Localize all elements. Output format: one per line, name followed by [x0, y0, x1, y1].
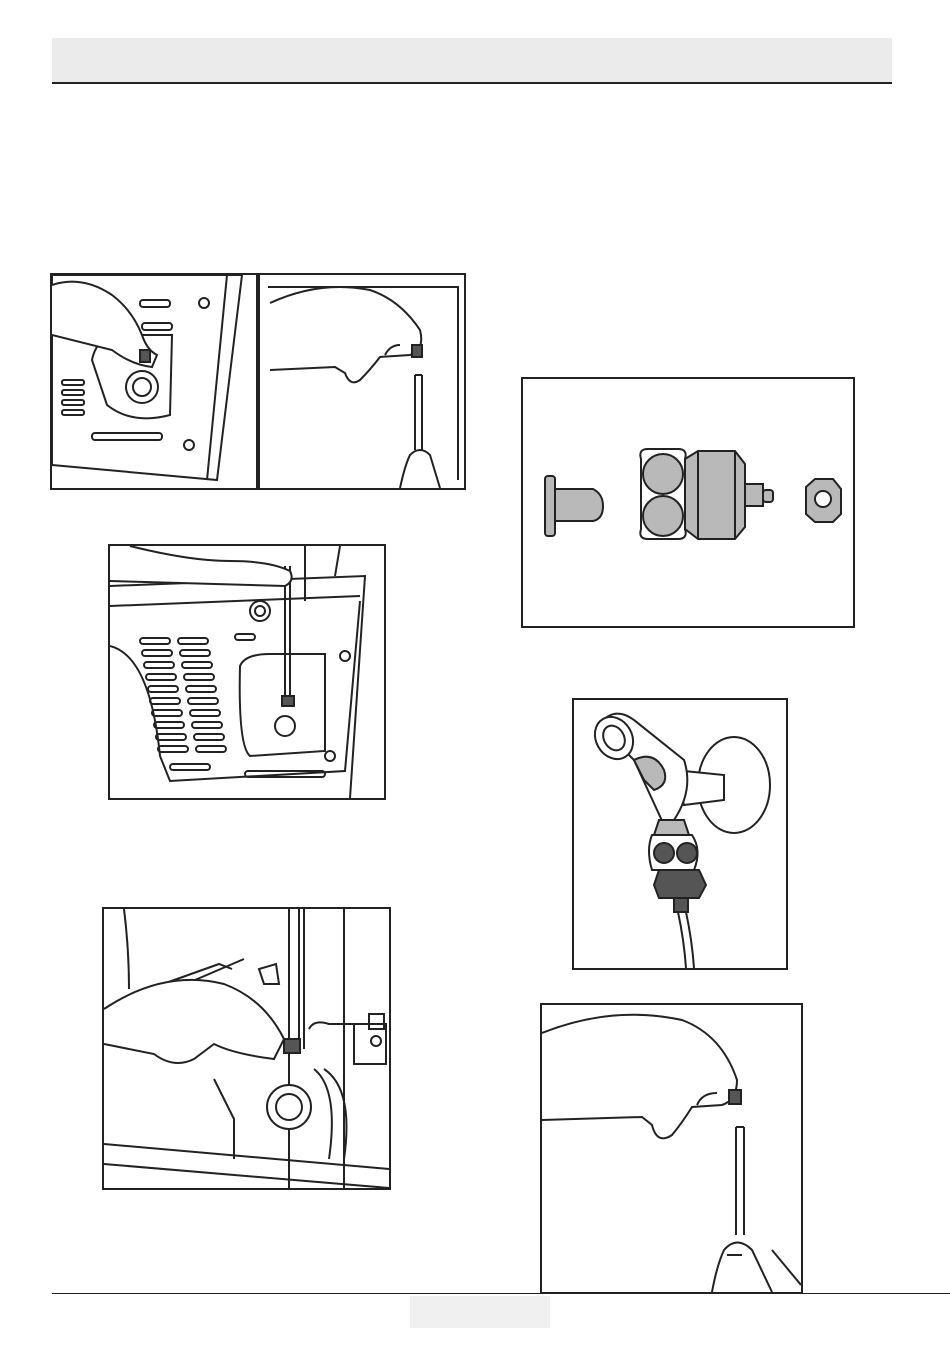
figure-tube-clip: [102, 907, 391, 1190]
insert-tube-illustration: [260, 275, 464, 488]
page-header-bar: [52, 38, 892, 84]
insert-tube-repeat-illustration: [542, 1005, 801, 1292]
rear-valve-nut-illustration: [52, 275, 256, 488]
tube-routing-rear-illustration: [110, 546, 384, 798]
figure-insert-tube: [258, 273, 466, 490]
figure-rear-valve-nut: [50, 273, 258, 490]
figure-tube-routing-rear: [108, 544, 386, 800]
fitting-parts-illustration: [523, 379, 853, 626]
tap-fitting-illustration: [574, 700, 786, 968]
figure-tap-fitting: [572, 698, 788, 970]
figure-insert-tube-repeat: [540, 1003, 803, 1294]
page-number-tab: [410, 1296, 550, 1328]
figure-fitting-parts: [521, 377, 855, 628]
tube-clip-illustration: [104, 909, 389, 1188]
footer-rule: [52, 1293, 950, 1294]
